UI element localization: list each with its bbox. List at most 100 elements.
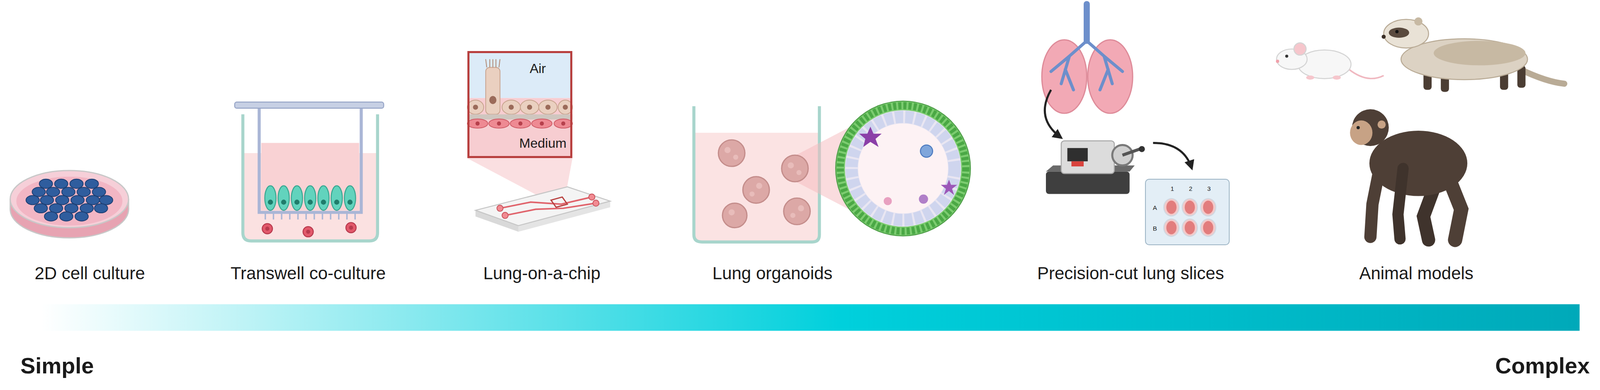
organoid-well	[718, 139, 810, 228]
organoid-zoom	[858, 123, 949, 214]
organoid-zoom	[851, 116, 955, 221]
scale-end-label: Simple	[20, 352, 94, 378]
text-holder: Medium	[519, 135, 567, 151]
chimpanzee-figure	[1370, 153, 1383, 237]
well-plate	[1166, 200, 1214, 235]
chimpanzee-figure	[1356, 126, 1360, 130]
well-index: 1	[1170, 184, 1174, 193]
lung-organ	[1041, 4, 1133, 114]
well-index: 2	[1189, 184, 1193, 193]
transwell-insert	[264, 185, 356, 211]
process-arrow	[1152, 143, 1192, 169]
organoid-well	[796, 170, 802, 176]
well-plate	[1163, 198, 1180, 217]
petri-dish	[16, 176, 123, 226]
well-plate	[1200, 198, 1216, 217]
ferret-figure	[1520, 69, 1565, 84]
organoid-zoom	[920, 144, 933, 158]
chip-inset	[545, 104, 551, 110]
transwell-insert	[334, 199, 340, 205]
well-plate	[1181, 198, 1198, 217]
microtome	[1138, 145, 1146, 153]
ferret-figure	[1381, 17, 1564, 93]
mouse-figure	[1285, 54, 1289, 58]
organoid-well	[787, 162, 794, 169]
cell-symbol	[85, 179, 99, 189]
cell-symbol	[61, 187, 76, 197]
transwell-insert	[261, 143, 360, 211]
region-label: Medium	[519, 135, 567, 151]
transwell-insert	[297, 213, 299, 220]
chip-device	[467, 158, 611, 232]
chip-device	[496, 205, 504, 212]
microtome	[1061, 141, 1115, 174]
well-plate	[1145, 178, 1230, 246]
microtome	[1045, 171, 1130, 194]
organoid-well	[693, 132, 820, 242]
lung-organ	[1050, 40, 1123, 90]
chip-inset	[495, 59, 497, 68]
transwell-insert	[313, 213, 315, 220]
transwell-insert	[272, 213, 275, 220]
transwell-insert	[344, 185, 356, 211]
transwell-insert	[348, 225, 353, 230]
organoid-well	[797, 205, 805, 212]
organoid-well	[783, 197, 811, 225]
chip-inset	[520, 99, 539, 115]
chip-inset	[498, 59, 500, 68]
ferret-figure	[1383, 19, 1429, 49]
well-plate	[1163, 198, 1216, 237]
text-holder: Air	[529, 60, 546, 77]
region-label: Air	[529, 60, 546, 76]
transwell-insert	[307, 199, 313, 205]
transwell-insert	[265, 226, 270, 231]
cell-symbol	[59, 211, 73, 222]
transwell-insert	[277, 185, 290, 211]
ferret-figure	[1381, 34, 1386, 39]
chip-inset	[485, 59, 500, 68]
well-index: A	[1152, 204, 1158, 212]
well-plate	[1203, 221, 1214, 235]
label-holder: Precision-cut lung slices	[1037, 262, 1225, 284]
chip-inset	[467, 119, 488, 129]
label-holder: Transwell co-culture	[230, 262, 386, 284]
chip-inset	[558, 99, 573, 115]
chimpanzee-figure	[1349, 109, 1468, 240]
cell-symbol	[94, 203, 108, 213]
organoid-well	[724, 146, 805, 218]
mouse-figure	[1276, 59, 1280, 64]
transwell-insert	[281, 199, 287, 205]
organoid-well	[790, 212, 796, 218]
transwell-insert	[305, 213, 307, 220]
transwell-insert	[321, 213, 324, 220]
text-holder: B	[1152, 224, 1158, 232]
petri-dish	[10, 170, 129, 238]
chip-inset	[518, 121, 523, 126]
chip-inset	[485, 59, 487, 68]
chip-inset	[502, 99, 521, 115]
chip-inset	[554, 119, 573, 129]
chip-inset	[467, 97, 573, 159]
chip-inset	[467, 67, 573, 115]
chip-inset	[467, 119, 573, 129]
chimpanzee-figure	[1377, 120, 1387, 129]
process-arrow	[1044, 89, 1062, 139]
label-holder: Complex	[1495, 351, 1590, 379]
transwell-insert	[337, 213, 340, 220]
organoid-well	[693, 106, 820, 242]
transwell-insert	[345, 222, 357, 233]
well-index: B	[1152, 224, 1158, 232]
chip-inset	[475, 121, 480, 126]
complexity-bar	[40, 303, 1580, 331]
organoid-well	[728, 209, 735, 216]
chip-device	[496, 194, 599, 219]
transwell-insert	[317, 185, 329, 211]
chip-inset	[496, 121, 501, 126]
text-holder: 2	[1189, 184, 1193, 193]
well-plate	[1145, 178, 1230, 246]
organoid-zoom	[844, 110, 961, 227]
chip-device	[505, 203, 596, 216]
chip-inset	[510, 119, 531, 129]
label-holder: Lung-on-a-chip	[483, 262, 601, 284]
